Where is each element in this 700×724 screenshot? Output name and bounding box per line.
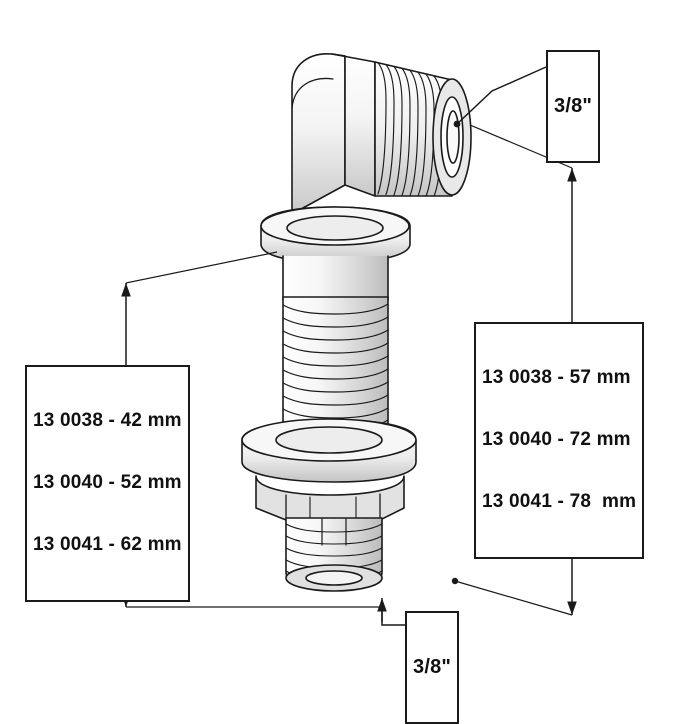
callout-left-dimensions: 13 0038 - 42 mm 13 0040 - 52 mm 13 0041 … [25,365,190,602]
leader-bottom [381,600,405,626]
callout-right-dimensions: 13 0038 - 57 mm 13 0040 - 72 mm 13 0041 … [474,322,645,559]
callout-bottom-thread-size: 3/8" [405,611,460,724]
bottom-thread-size-text: 3/8" [413,656,452,679]
right-dimension-bottom-extension [454,580,573,616]
left-dim-line-3: 13 0041 - 62 mm [33,534,182,556]
lower-thread-bore [305,570,363,586]
right-dim-line-1: 13 0038 - 57 mm [482,367,631,389]
elbow-vertical-leg [291,53,346,215]
lower-thread-slot [321,518,347,546]
lower-flange-inner-ring [275,426,383,454]
left-dim-line-2: 13 0040 - 52 mm [33,472,182,494]
upper-flange-neck [286,215,384,241]
right-dim-line-2: 13 0040 - 72 mm [482,429,631,451]
upper-thread-bore-shadow [446,110,460,164]
vertical-thread-body [282,296,389,431]
technical-drawing [121,53,577,626]
right-dim-line-3: 13 0041 - 78 mm [482,491,637,513]
vertical-tube-upper [282,255,389,301]
leader-top-right [456,66,547,125]
upper-thread-rings [377,62,443,197]
top-thread-size-text: 3/8" [554,95,593,118]
leader-top-right-dot [453,120,461,128]
elbow-horizontal-arm [331,53,376,197]
diagram-canvas: 3/8" 3/8" 13 0038 - 42 mm 13 0040 - 52 m… [25,50,645,724]
left-dimension-top-extension [125,251,278,284]
callout-top-thread-size: 3/8" [546,50,601,164]
hex-nut [255,475,405,521]
left-dim-line-1: 13 0038 - 42 mm [33,410,182,432]
hex-nut-facet-inner [309,496,357,521]
right-dim-bottom-dot [451,577,459,585]
elbow-bend-line [291,77,334,109]
fitting-body [241,53,472,592]
